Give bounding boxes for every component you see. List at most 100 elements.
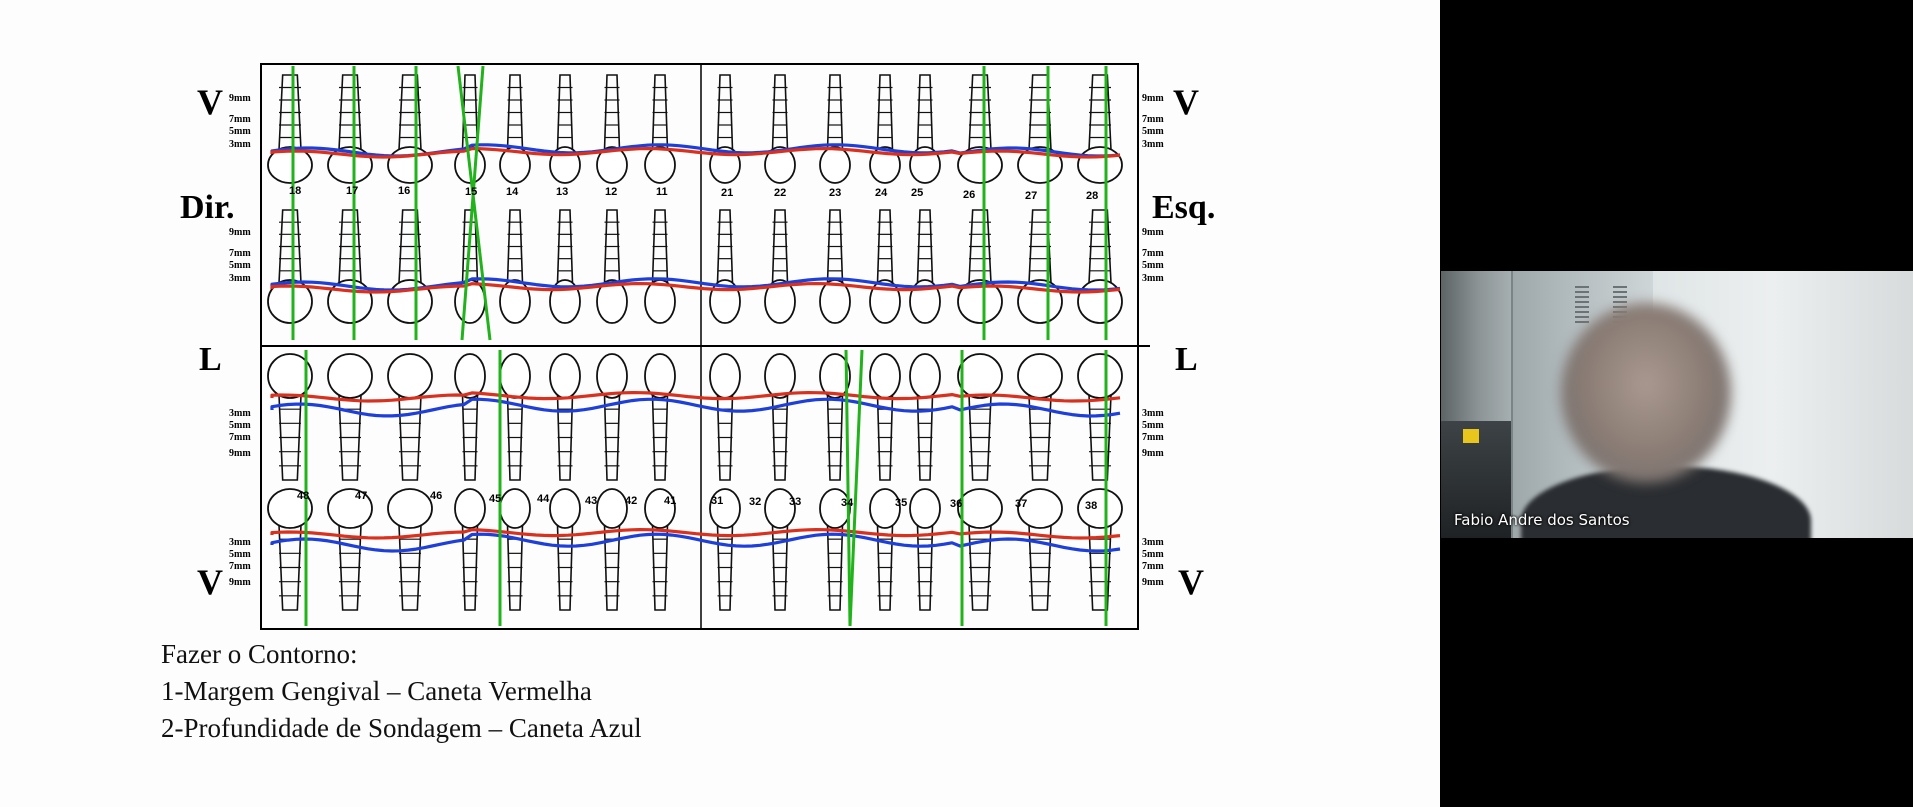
svg-text:32: 32	[749, 496, 761, 508]
instruction-gingival-margin: 1-Margem Gengival – Caneta Vermelha	[161, 676, 592, 706]
tooth-crown	[499, 488, 531, 529]
instructions-text: Fazer o Contorno: 1-Margem Gengival – Ca…	[161, 636, 642, 747]
svg-text:5mm: 5mm	[229, 260, 251, 271]
tooth-crown	[764, 488, 796, 529]
tooth-crown	[764, 146, 796, 184]
green-marker-line	[460, 65, 485, 341]
tooth-crown	[1077, 279, 1123, 324]
svg-text:7mm: 7mm	[229, 248, 251, 259]
tooth-crown	[709, 488, 741, 529]
mm-scale-lower-vestibular-left: 3mm 5mm 7mm 9mm	[229, 537, 251, 588]
tooth-crown	[549, 488, 581, 529]
gingival-line-lower-lingual	[270, 391, 1121, 403]
svg-text:3mm: 3mm	[229, 273, 251, 284]
svg-text:15: 15	[465, 186, 477, 198]
tooth-crown	[709, 353, 741, 399]
svg-text:3mm: 3mm	[229, 537, 251, 548]
svg-text:9mm: 9mm	[229, 227, 251, 238]
svg-text:5mm: 5mm	[1142, 420, 1164, 431]
tooth-crown	[267, 488, 313, 529]
svg-text:7mm: 7mm	[229, 432, 251, 443]
tooth-crown	[267, 279, 313, 324]
tooth-crown	[957, 146, 1003, 184]
participant-name-label: Fabio Andre dos Santos	[1454, 511, 1630, 529]
svg-text:9mm: 9mm	[1142, 93, 1164, 104]
tooth-crown	[1077, 488, 1123, 529]
tooth-crown	[1017, 488, 1063, 529]
gingival-line-upper-vestibular	[270, 147, 1121, 159]
tooth-crown	[549, 353, 581, 399]
mm-scale-lower-vestibular-right: 3mm 5mm 7mm 9mm	[1142, 537, 1164, 588]
mm-scale-lower-lingual-right: 3mm 5mm 7mm 9mm	[1142, 408, 1164, 459]
svg-text:22: 22	[774, 187, 786, 199]
svg-text:3mm: 3mm	[1142, 273, 1164, 284]
tooth-crown	[819, 146, 851, 184]
tooth-crown	[387, 353, 433, 399]
svg-text:9mm: 9mm	[229, 448, 251, 459]
tooth-crown	[596, 146, 628, 184]
presentation-slide: V V Dir. Esq. L L V V 9mm 7mm 5mm 3mm 9m…	[0, 0, 1440, 807]
svg-text:44: 44	[537, 493, 550, 505]
gingival-line-upper-lingual	[270, 282, 1121, 294]
svg-text:45: 45	[489, 493, 501, 505]
video-background-shelf	[1441, 421, 1511, 538]
svg-text:9mm: 9mm	[229, 577, 251, 588]
tooth-crown	[596, 353, 628, 399]
svg-text:5mm: 5mm	[229, 420, 251, 431]
svg-text:36: 36	[950, 498, 962, 510]
svg-text:35: 35	[895, 497, 907, 509]
svg-text:11: 11	[656, 186, 668, 198]
svg-text:16: 16	[398, 185, 410, 197]
tooth-crown	[957, 488, 1003, 529]
svg-text:3mm: 3mm	[1142, 139, 1164, 150]
svg-text:3mm: 3mm	[229, 139, 251, 150]
periodontal-chart: V V Dir. Esq. L L V V 9mm 7mm 5mm 3mm 9m…	[180, 63, 1215, 630]
svg-text:5mm: 5mm	[1142, 549, 1164, 560]
tooth-crown	[267, 353, 313, 399]
tooth-crown	[499, 353, 531, 399]
svg-text:42: 42	[625, 495, 637, 507]
svg-text:9mm: 9mm	[1142, 448, 1164, 459]
svg-text:7mm: 7mm	[229, 561, 251, 572]
tooth-crown	[596, 279, 628, 324]
label-lingual-right: L	[1175, 341, 1198, 378]
tooth-crown	[957, 353, 1003, 399]
tooth-crown	[644, 488, 676, 529]
gingival-line-lower-vestibular	[270, 528, 1121, 540]
mm-scale-upper-vestibular-right: 9mm 7mm 5mm 3mm	[1142, 93, 1164, 150]
tooth-crown	[1017, 353, 1063, 399]
svg-text:13: 13	[556, 186, 568, 198]
label-esq: Esq.	[1152, 189, 1215, 226]
svg-text:31: 31	[711, 495, 723, 507]
tooth-crown	[596, 488, 628, 529]
label-lower-vestibular-right: V	[1178, 562, 1204, 602]
svg-text:7mm: 7mm	[1142, 114, 1164, 125]
tooth-crown	[869, 488, 901, 529]
svg-text:28: 28	[1086, 190, 1098, 202]
svg-text:7mm: 7mm	[1142, 561, 1164, 572]
svg-text:5mm: 5mm	[229, 549, 251, 560]
svg-text:38: 38	[1085, 500, 1097, 512]
tooth-crown	[909, 488, 941, 529]
svg-text:21: 21	[721, 187, 733, 199]
green-marker-line	[844, 349, 852, 627]
tooth-crown	[764, 279, 796, 324]
participant-video-tile[interactable]: Fabio Andre dos Santos	[1441, 271, 1913, 538]
probing-line-lower-vestibular	[270, 532, 1121, 553]
tooth-numbers-upper: 18 17 16 15 14 13 12 11 21 22 23 24 25 2…	[289, 185, 1098, 202]
tooth-crown	[1077, 146, 1123, 184]
probing-line-lower-lingual	[270, 397, 1121, 418]
svg-text:23: 23	[829, 187, 841, 199]
teeth-row-upper-vestibular	[267, 74, 1123, 184]
svg-text:47: 47	[355, 490, 367, 502]
tooth-crown	[1077, 353, 1123, 399]
svg-text:3mm: 3mm	[229, 408, 251, 419]
teeth-row-upper-lingual	[267, 209, 1123, 324]
svg-text:48: 48	[297, 490, 309, 502]
teeth-row-lower-vestibular	[267, 488, 1123, 611]
svg-text:43: 43	[585, 495, 597, 507]
tooth-crown	[869, 353, 901, 399]
tooth-crown	[764, 353, 796, 399]
label-upper-vestibular-left: V	[197, 82, 223, 122]
svg-text:5mm: 5mm	[1142, 126, 1164, 137]
